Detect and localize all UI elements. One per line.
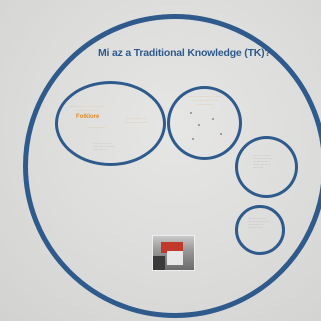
circle2-dot — [190, 112, 192, 114]
folklore-intro-text: …………… ………… …… …………… … — [68, 104, 106, 112]
circle2-dot — [192, 138, 194, 140]
frame-circle-3[interactable] — [235, 136, 298, 198]
folklore-side-text: … … …… … …… ………… — [124, 116, 148, 125]
image-dark-area — [153, 256, 165, 270]
circle2-dot — [198, 124, 200, 126]
frame-circle-2[interactable] — [167, 86, 242, 160]
image-light-area — [167, 251, 183, 265]
frame-circle-folklore[interactable] — [55, 81, 166, 166]
frame-circle-4[interactable] — [235, 205, 285, 255]
circle2-text: …………… ……… …… ………… …… …… …… ……… — [188, 94, 222, 106]
image-red-sign — [161, 242, 183, 253]
circle4-text: ………… ……… ……… ………… … …… ……… … ………… …… — [248, 217, 269, 229]
circle2-dot — [220, 133, 222, 135]
circle3-text: ……… ………… …… …… …… … ………… …… ……… ……… … ……… — [253, 154, 272, 169]
folklore-notes: …………… …… ………… ………… …… ……… — [93, 142, 115, 151]
folklore-keyword: Folklore — [76, 114, 100, 120]
main-frame-circle[interactable] — [23, 14, 321, 318]
thumbnail-image[interactable] — [152, 235, 195, 271]
circle2-dot — [212, 118, 214, 120]
slide-title: Mi az a Traditional Knowledge (TK)? — [98, 47, 271, 59]
folklore-subtext: …………… — [88, 125, 106, 129]
